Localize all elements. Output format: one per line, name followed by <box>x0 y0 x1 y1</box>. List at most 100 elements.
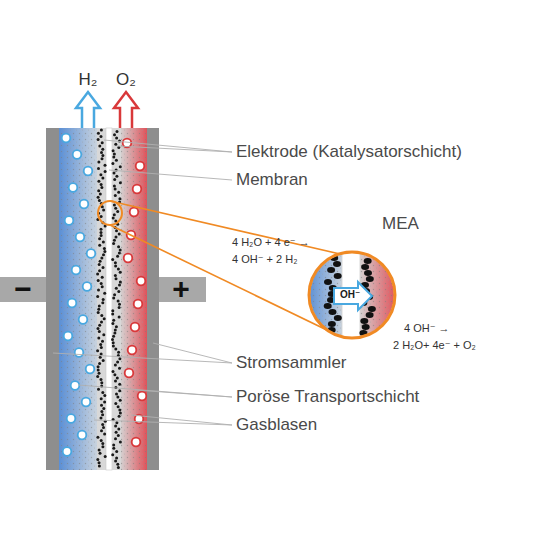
catalyst-particle <box>111 258 114 261</box>
catalyst-particle <box>100 186 103 189</box>
catalyst-particle <box>116 360 119 363</box>
catalyst-particle <box>104 455 107 458</box>
reaction-equation: 4 OH⁻ → <box>404 322 450 335</box>
catalyst-layer <box>112 128 121 470</box>
h2-bubble <box>82 398 91 407</box>
h2-bubble <box>87 249 96 258</box>
leader-lines <box>53 140 232 425</box>
catalyst-particle <box>360 318 368 324</box>
catalyst-particle <box>115 287 118 290</box>
catalyst-particle <box>115 175 118 178</box>
catalyst-particle <box>99 173 102 176</box>
o2-bubble <box>125 369 134 378</box>
catalyst-particle <box>96 436 99 439</box>
catalyst-particle <box>113 172 116 175</box>
catalyst-particle <box>102 359 105 362</box>
catalyst-particle <box>98 465 101 468</box>
catalyst-particle <box>101 177 104 180</box>
catalyst-particle <box>100 321 103 324</box>
catalyst-particle <box>117 268 120 271</box>
catalyst-particle <box>111 162 114 165</box>
catalyst-particle <box>118 284 121 287</box>
catalyst-particle <box>96 458 99 461</box>
h2-bubble <box>65 216 74 225</box>
h2-bubble <box>73 150 82 159</box>
o2-bubble <box>133 185 142 194</box>
catalyst-particle <box>113 184 116 187</box>
zoom-marker <box>98 201 122 225</box>
part-name: Membran <box>236 170 308 190</box>
catalyst-particle <box>97 180 100 183</box>
porous-transport-layer <box>59 128 97 470</box>
catalyst-particle <box>118 389 121 392</box>
catalyst-particle <box>115 431 118 434</box>
catalyst-particle <box>111 312 114 315</box>
catalyst-particle <box>113 332 116 335</box>
catalyst-particle <box>102 333 105 336</box>
h2-bubble <box>64 332 73 341</box>
catalyst-particle <box>100 378 103 381</box>
catalyst-particle <box>96 295 99 298</box>
catalyst-particle <box>119 271 122 274</box>
catalyst-particle <box>97 138 100 141</box>
catalyst-particle <box>100 183 103 186</box>
catalyst-particle <box>114 274 117 277</box>
catalyst-particle <box>117 466 120 469</box>
catalyst-particle <box>113 373 116 376</box>
catalyst-particle <box>119 165 122 168</box>
catalyst-particle <box>114 207 117 210</box>
catalyst-particle <box>117 405 120 408</box>
catalyst-particle <box>115 236 118 239</box>
catalyst-particle <box>103 401 106 404</box>
catalyst-particle <box>100 397 103 400</box>
catalyst-particle <box>119 248 122 251</box>
catalyst-particle <box>327 267 335 273</box>
catalyst-particle <box>113 133 116 136</box>
catalyst-particle <box>100 429 103 432</box>
catalyst-particle <box>99 193 102 196</box>
catalyst-particle <box>115 325 118 328</box>
o2-bubble <box>124 254 133 263</box>
catalyst-particle <box>98 269 101 272</box>
catalyst-particle <box>114 402 117 405</box>
catalyst-particle <box>115 159 118 162</box>
catalyst-particle <box>329 309 337 315</box>
catalyst-particle <box>118 316 121 319</box>
catalyst-particle <box>100 381 103 384</box>
catalyst-particle <box>111 338 114 341</box>
catalyst-particle <box>328 321 336 327</box>
catalyst-particle <box>119 181 122 184</box>
catalyst-particle <box>97 167 100 170</box>
h2-bubble <box>72 266 81 275</box>
part-name: Stromsammler <box>236 353 347 373</box>
gas-bubbles <box>62 134 147 456</box>
catalyst-particle <box>98 199 101 202</box>
catalyst-particle <box>101 301 104 304</box>
catalyst-particle <box>102 298 105 301</box>
catalyst-particle <box>98 263 101 266</box>
catalyst-particle <box>114 194 117 197</box>
catalyst-particle <box>100 135 103 138</box>
catalyst-particle <box>118 408 121 411</box>
catalyst-particle <box>103 317 106 320</box>
catalyst-particle <box>118 303 121 306</box>
mea-zoom <box>308 249 396 342</box>
h2-bubble <box>86 365 95 374</box>
catalyst-particle <box>115 136 118 139</box>
catalyst-particle <box>97 365 100 368</box>
catalyst-particle <box>111 322 114 325</box>
h2-bubble <box>80 200 89 209</box>
catalyst-particle <box>100 215 103 218</box>
catalyst-particle <box>103 250 106 253</box>
catalyst-particle <box>102 426 105 429</box>
catalyst-particle <box>101 340 104 343</box>
catalyst-particle <box>114 188 117 191</box>
membrane <box>106 128 112 470</box>
catalyst-particle <box>112 335 115 338</box>
catalyst-particle <box>117 434 120 437</box>
catalyst-particle <box>119 412 122 415</box>
catalyst-particle <box>101 154 104 157</box>
catalyst-particle <box>102 241 105 244</box>
catalyst-particle <box>114 328 117 331</box>
